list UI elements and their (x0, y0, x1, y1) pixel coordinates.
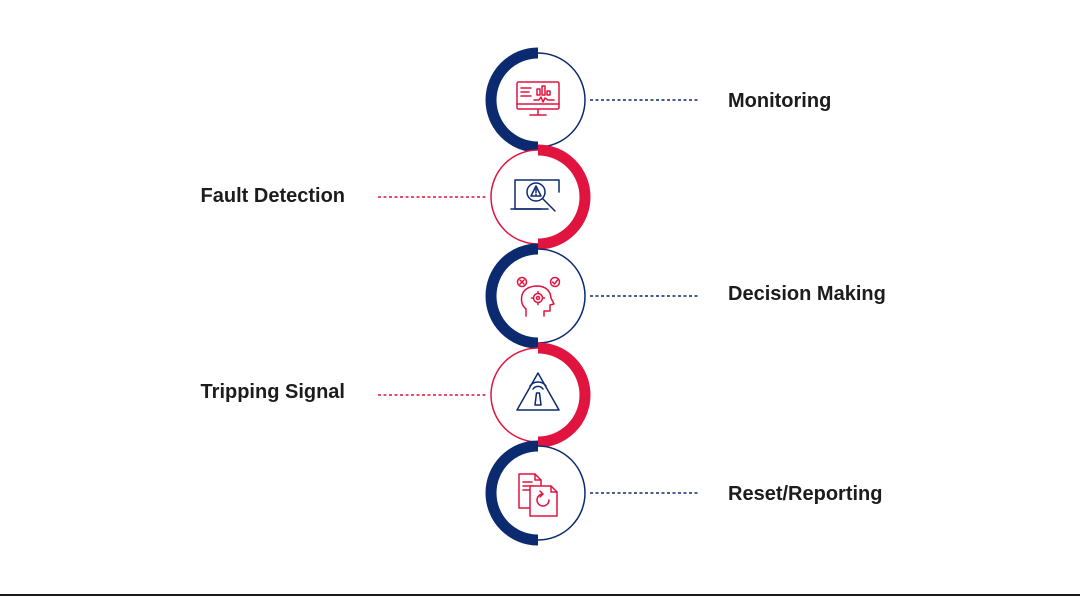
monitor-chart-icon (516, 81, 560, 116)
step-accent-arc (485, 440, 539, 546)
warning-triangle-signal-icon (516, 372, 560, 411)
head-gear-decision-icon (516, 276, 561, 317)
step-accent-arc (537, 144, 591, 250)
step-fault-detection (378, 144, 591, 250)
step-accent-arc (485, 243, 539, 349)
step-tripping-signal (378, 342, 591, 448)
document-reset-icon (518, 473, 558, 517)
step-accent-arc (537, 342, 591, 448)
step-label-fault-detection: Fault Detection (200, 185, 345, 207)
step-accent-arc (485, 47, 539, 153)
step-label-monitoring: Monitoring (728, 90, 832, 112)
step-reset-reporting (485, 440, 698, 546)
step-label-tripping-signal: Tripping Signal (200, 381, 345, 403)
magnifier-warning-icon (510, 179, 560, 212)
bottom-divider (0, 594, 1080, 596)
step-label-decision-making: Decision Making (728, 283, 886, 305)
step-monitoring (485, 47, 698, 153)
step-label-reset-reporting: Reset/Reporting (728, 483, 883, 505)
step-decision-making (485, 243, 698, 349)
